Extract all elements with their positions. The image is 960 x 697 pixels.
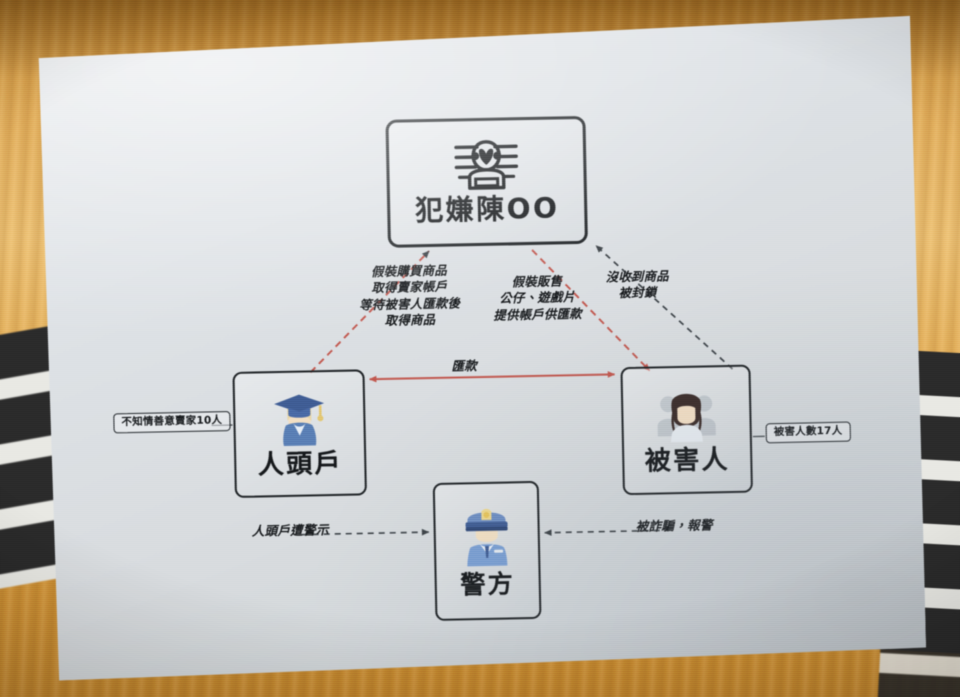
police-officer-avatar-icon <box>455 503 518 570</box>
tag-victim-count: 被害人數17人 <box>766 422 851 443</box>
node-victim[interactable]: 被害人 <box>620 365 753 496</box>
node-police-label: 警方 <box>460 569 516 600</box>
edge-victim-mule-remittance <box>370 374 615 379</box>
node-victim-label: 被害人 <box>644 445 731 478</box>
edge-victim-to-suspect <box>596 243 733 372</box>
printed-paper-sheet: suspect : red dashed, arrow at suspect -… <box>36 13 927 680</box>
node-suspect[interactable]: 犯嫌陳OO <box>385 116 588 248</box>
edge-label-suspect-to-victim: 假裝販售 公仔、遊戲片 提供帳戶供匯款 <box>493 273 582 323</box>
tag-mule-count: 不知情善意賣家10人 <box>113 411 230 433</box>
node-police[interactable]: 警方 <box>433 481 542 621</box>
woman-avatar-icon <box>655 384 718 447</box>
fraud-flow-diagram: suspect : red dashed, arrow at suspect -… <box>36 13 927 680</box>
edge-label-mule-to-police: 人頭戶遭警示 <box>251 522 329 539</box>
edge-label-remittance: 匯款 <box>451 358 478 374</box>
node-mule[interactable]: 人頭戶 <box>232 369 367 498</box>
mugshot-icon <box>453 138 520 191</box>
node-mule-label: 人頭戶 <box>257 449 344 481</box>
edge-label-suspect-to-mule: 假裝購買商品 取得賣家帳戶 等待被害人匯款後 取得商品 <box>358 262 461 329</box>
edge-label-victim-to-suspect: 沒收到商品 被封鎖 <box>605 268 669 301</box>
node-suspect-label: 犯嫌陳OO <box>414 191 560 228</box>
edge-label-victim-to-police: 被詐騙，報警 <box>635 517 713 534</box>
graduate-avatar-icon <box>268 387 331 450</box>
